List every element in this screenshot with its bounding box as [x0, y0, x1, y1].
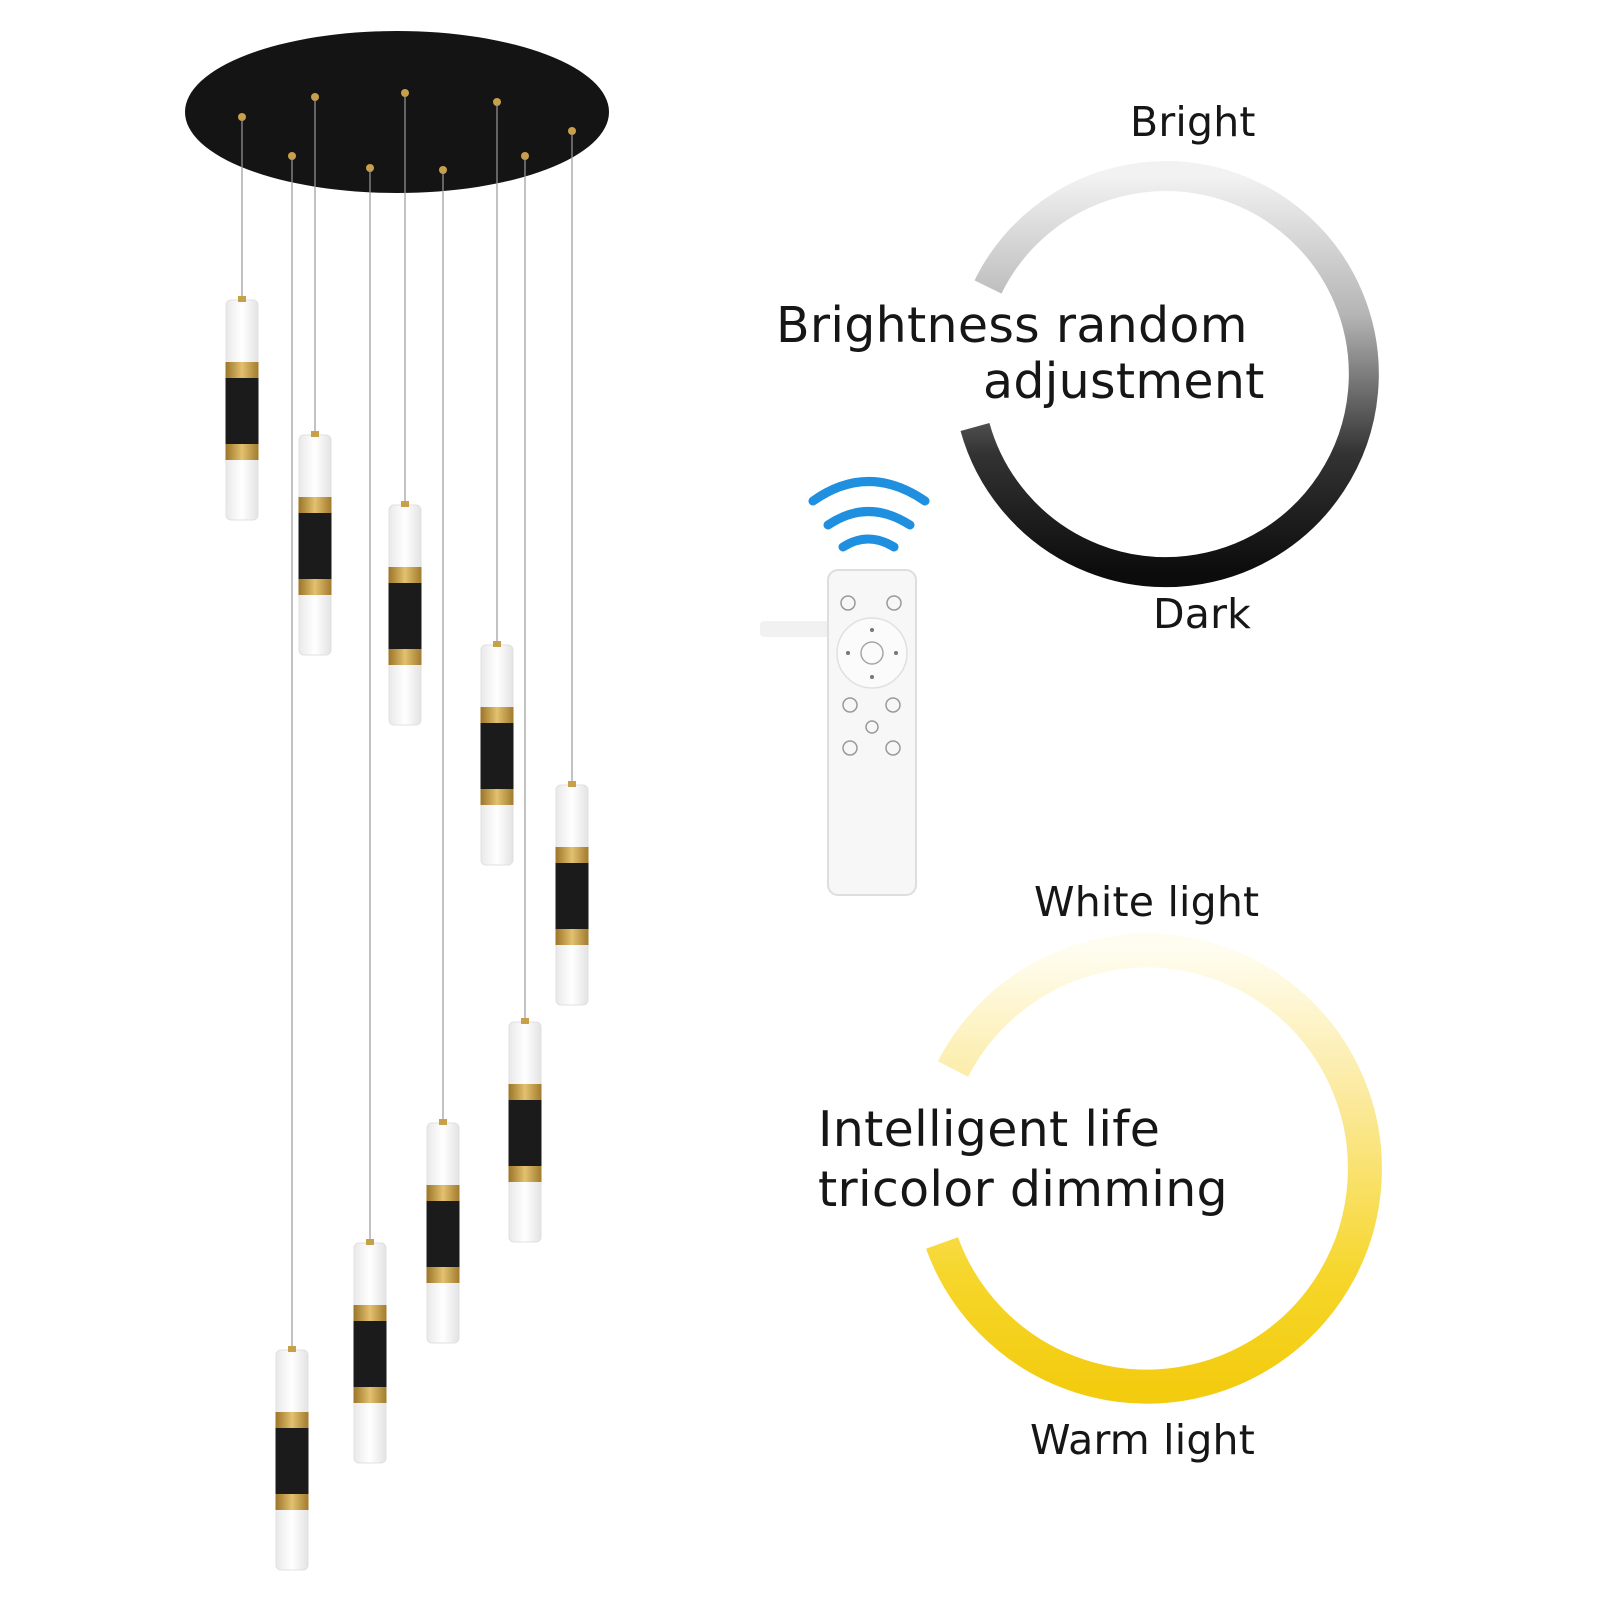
pendant-tube [225, 113, 259, 521]
bright-label: Bright [1130, 98, 1256, 146]
wireless-signal-icon [808, 477, 930, 552]
pendant-tube [480, 98, 514, 866]
brightness-title-line2: adjustment [983, 353, 1265, 410]
pendant-lights [225, 89, 589, 1571]
ceiling-canopy [185, 31, 609, 193]
pendant-tube [388, 89, 422, 726]
dimming-title-line1: Intelligent life [818, 1101, 1161, 1158]
warm-light-label: Warm light [1030, 1416, 1256, 1464]
pendant-tube [508, 152, 542, 1243]
pendant-tube [353, 164, 387, 1464]
dark-label: Dark [1153, 590, 1252, 638]
remote-control-icon [760, 569, 917, 896]
pendant-tube [555, 127, 589, 1006]
brightness-ring [960, 161, 1379, 588]
white-light-label: White light [1034, 878, 1260, 926]
pendant-chandelier [185, 31, 609, 1571]
color-temperature-ring [926, 933, 1382, 1404]
dimming-title-line2: tricolor dimming [818, 1161, 1228, 1218]
brightness-title-line1: Brightness random [776, 297, 1248, 354]
pendant-tube [298, 93, 332, 656]
pendant-tube [275, 152, 309, 1571]
pendant-tube [426, 166, 460, 1344]
